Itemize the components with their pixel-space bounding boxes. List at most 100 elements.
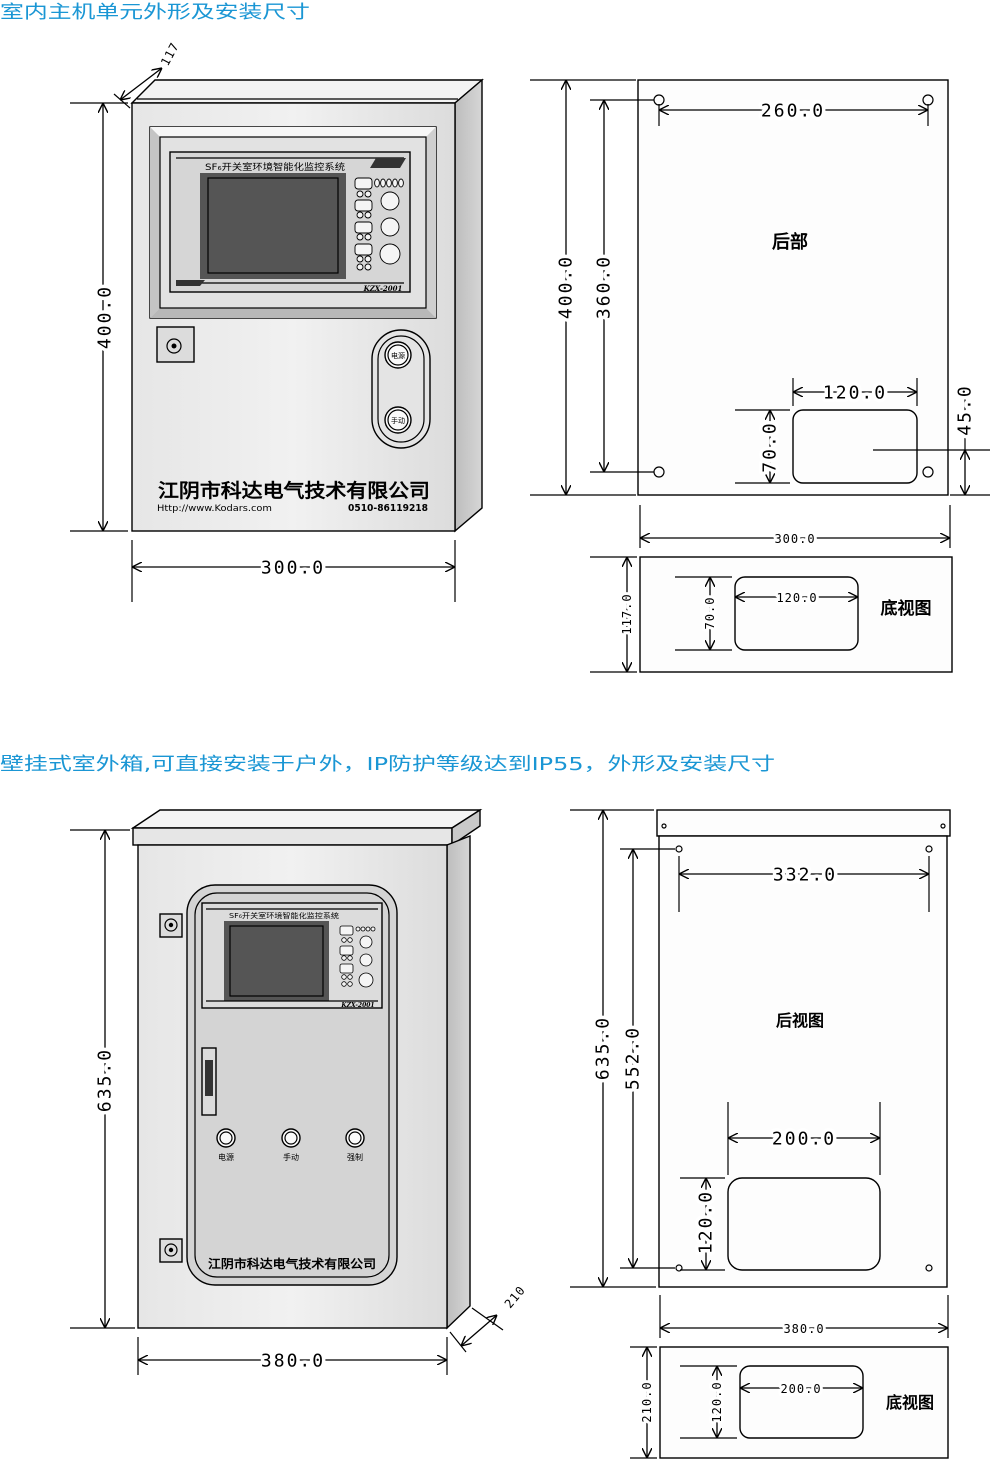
- panel-title: SF₆开关室环境智能化监控系统: [205, 161, 345, 173]
- panel-title-2: SF₆开关室环境智能化监控系统: [229, 911, 339, 920]
- dimension-bottom2-cutout-width: 200.0: [740, 1379, 863, 1399]
- outdoor-box-front-view: SF₆开关室环境智能化监控系统 KZX-2001: [70, 808, 531, 1375]
- button-pill: 电源 手动: [371, 329, 431, 449]
- dimension-bottom2-cutout-height: 120.0: [680, 1365, 737, 1439]
- force-button-label: 强制: [347, 1152, 363, 1162]
- lid-top-face: [130, 809, 483, 829]
- mounting-holes-2: [675, 845, 933, 1272]
- dimension-rear1-cutout-width: 120.0: [792, 378, 918, 407]
- dimension-front1-height: 400.0: [70, 102, 128, 532]
- bottom-cutout: [734, 576, 859, 651]
- rear-lid: [656, 809, 951, 837]
- door-handle: [201, 1047, 217, 1116]
- svg-text:120.0: 120.0: [710, 1381, 724, 1422]
- svg-text:210.0: 210.0: [640, 1381, 654, 1422]
- section1-title: 室内主机单元外形及安装尺寸: [0, 2, 310, 23]
- dimension-rear1-height: 400.0: [530, 79, 636, 496]
- power-button-label: 电源: [391, 351, 405, 360]
- cable-cutout: [792, 409, 918, 484]
- svg-text:200.0: 200.0: [772, 1129, 836, 1150]
- svg-text:117: 117: [158, 40, 182, 68]
- svg-text:635.0: 635.0: [593, 1016, 614, 1080]
- company-website: Http://www.Kodars.com: [157, 504, 272, 514]
- dimension-bottom2-depth: 210.0: [630, 1346, 657, 1459]
- power-button-2-label: 电源: [218, 1152, 234, 1162]
- bottom-cutout-2: [739, 1365, 864, 1439]
- section2-title: 壁挂式室外箱,可直接安装于户外，IP防护等级达到IP55，外形及安装尺寸: [0, 754, 775, 775]
- svg-text:120.0: 120.0: [776, 591, 817, 605]
- svg-text:552.0: 552.0: [623, 1026, 644, 1090]
- hinge-bottom: [159, 1238, 183, 1263]
- dimension-rear2-cutout-height: 120.0: [680, 1177, 725, 1271]
- rear-label: 后部: [772, 231, 808, 253]
- key-lock: [156, 326, 195, 363]
- display-screen-frame-2: [224, 921, 329, 1001]
- outdoor-box-bottom-view: 200.0 120.0 210.0 底视图: [630, 1346, 949, 1459]
- keypad: [354, 177, 404, 271]
- dimension-rear2-height: 635.0: [570, 809, 656, 1288]
- svg-text:400.0: 400.0: [556, 255, 577, 319]
- display-screen-frame: [200, 173, 346, 279]
- hinge-top: [159, 913, 183, 938]
- manual-button-2-label: 手动: [283, 1152, 299, 1162]
- dimension-front1-width: 300.0: [131, 540, 456, 602]
- svg-text:45.0: 45.0: [955, 384, 976, 435]
- dimension-bottom1-cutout-width: 120.0: [735, 588, 858, 608]
- dimension-rear1-hole-spacing: 260.0: [658, 97, 929, 126]
- svg-text:70.0: 70.0: [703, 597, 717, 630]
- company-name-2: 江阴市科达电气技术有限公司: [208, 1256, 376, 1271]
- svg-text:120.0: 120.0: [823, 383, 887, 404]
- cable-cutout-2: [727, 1177, 881, 1271]
- company-phone: 0510-86119218: [348, 503, 428, 514]
- svg-text:70.0: 70.0: [760, 421, 781, 472]
- indoor-unit-front-view: SF₆开关室环境智能化监控系统: [70, 37, 484, 602]
- bottom-view-label: 底视图: [881, 598, 932, 619]
- svg-text:332.0: 332.0: [773, 865, 837, 886]
- dimension-rear1-cutout-height: 70.0: [735, 409, 790, 484]
- display-screen-2: [229, 925, 324, 997]
- dimension-rear1-cutout-bottom: 45.0: [873, 381, 990, 496]
- svg-text:300.0: 300.0: [774, 532, 815, 546]
- svg-text:260.0: 260.0: [761, 101, 825, 122]
- indoor-unit-rear-view: 260.0 后部 400.0 360.0 120.0 70.0: [530, 79, 990, 549]
- indoor-unit-bottom-view: 120.0 70.0 117.0 底视图: [590, 556, 953, 673]
- keypad-2: [339, 925, 376, 988]
- svg-text:200.0: 200.0: [780, 1382, 821, 1396]
- lid-front-face: [132, 827, 453, 846]
- panel-model-2: KZX-2001: [340, 1002, 374, 1009]
- svg-text:635.0: 635.0: [95, 1048, 116, 1112]
- lid-side-face: [451, 808, 481, 847]
- bottom-view-label-2: 底视图: [886, 1393, 934, 1412]
- control-panel: SF₆开关室环境智能化监控系统: [169, 151, 411, 293]
- box-side-face: [446, 834, 471, 1330]
- dimension-rear2-hole-vertical: 552.0: [619, 848, 675, 1269]
- svg-text:300.0: 300.0: [261, 558, 325, 579]
- dimension-rear2-cutout-width: 200.0: [727, 1102, 881, 1175]
- company-name: 江阴市科达电气技术有限公司: [158, 479, 430, 502]
- dimension-bottom1-cutout-height: 70.0: [675, 576, 732, 651]
- svg-text:380.0: 380.0: [783, 1322, 824, 1336]
- power-button: [384, 341, 412, 369]
- dimension-rear1-width: 300.0: [639, 505, 951, 549]
- svg-text:120.0: 120.0: [696, 1190, 717, 1254]
- svg-text:400.0: 400.0: [95, 285, 116, 349]
- display-screen: [207, 177, 339, 274]
- svg-text:117.0: 117.0: [620, 593, 634, 634]
- control-panel-2: SF₆开关室环境智能化监控系统 KZX-2001: [201, 902, 383, 1009]
- dimension-rear2-width: 380.0: [659, 1295, 949, 1339]
- front-buttons: 电源 手动 强制: [216, 1128, 365, 1162]
- manual-button-label: 手动: [391, 416, 405, 425]
- dimension-rear1-hole-vertical: 360.0: [590, 99, 654, 473]
- manual-button: [384, 406, 412, 434]
- panel-model: KZX-2001: [363, 284, 403, 293]
- dimension-front2-width: 380.0: [137, 1337, 448, 1375]
- dimension-front2-height: 635.0: [70, 829, 135, 1329]
- dimension-rear2-hole-spacing: 332.0: [678, 856, 930, 912]
- outdoor-box-rear-view: 332.0 后视图 635.0 552.0 200.0 120.0: [570, 809, 951, 1339]
- rear-view-label: 后视图: [776, 1011, 824, 1030]
- svg-text:380.0: 380.0: [261, 1351, 325, 1372]
- dimension-bottom1-depth: 117.0: [590, 556, 637, 673]
- svg-text:360.0: 360.0: [594, 255, 615, 319]
- svg-text:210: 210: [502, 1283, 529, 1311]
